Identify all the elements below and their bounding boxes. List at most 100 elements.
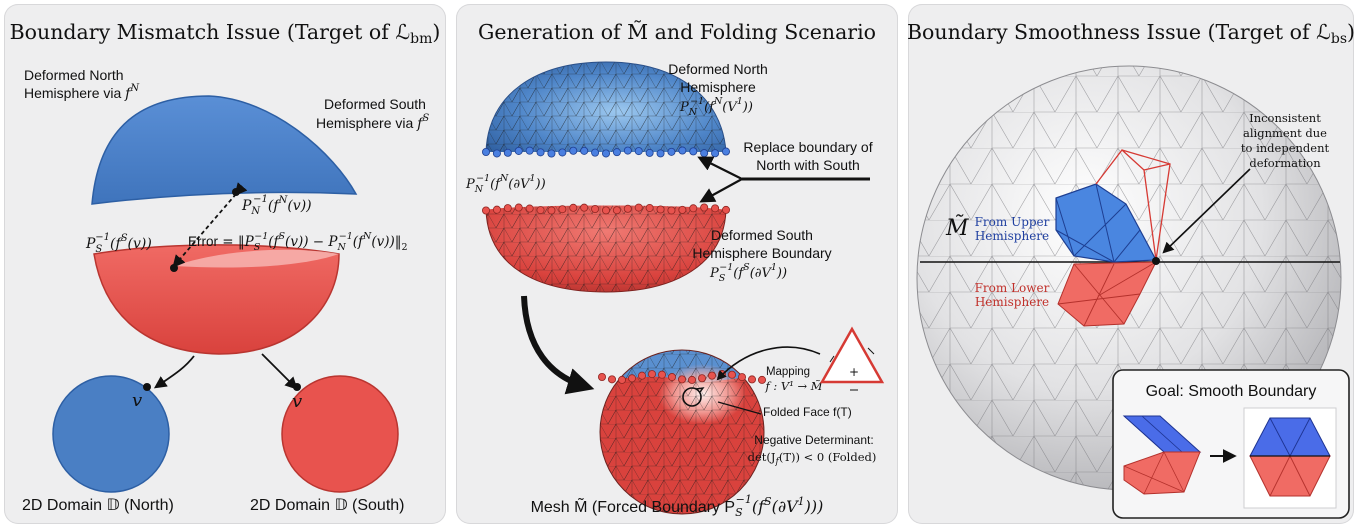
- lower-label-line1: From Lower: [975, 281, 1050, 295]
- mapping-word: Mapping: [766, 366, 810, 378]
- panel-mid-title: Generation of M̃ and Folding Scenario: [478, 20, 876, 44]
- goal-title: Goal: Smooth Boundary: [1146, 383, 1317, 400]
- boundary-vertex-dot: [711, 149, 720, 158]
- north-boundary-vertices: [481, 146, 730, 158]
- mid-south-label-line2: Hemisphere Boundary: [692, 245, 831, 261]
- south-2d-domain-disk: [281, 375, 399, 493]
- folding-rotation-icon: [682, 387, 702, 407]
- boundary-vertex-dot: [569, 146, 578, 155]
- panel-generation-folding: Generation of M̃ and Folding Scenario De…: [456, 4, 898, 524]
- boundary-vertex-dot: [547, 149, 556, 158]
- folding-rotation-arrowhead: [695, 387, 705, 393]
- boundary-vertex-dot: [667, 373, 676, 382]
- pn-fn-label: PN−1(fN(v)): [241, 194, 312, 217]
- boundary-vertex-dot: [503, 204, 512, 213]
- neg-det-line1: Negative Determinant:: [754, 433, 873, 447]
- goal-after-shape: [1243, 407, 1337, 509]
- incons-line2: alignment due: [1243, 126, 1327, 140]
- folded-face-leader: [717, 401, 762, 415]
- boundary-vertex-dot: [597, 372, 606, 381]
- boundary-vertex-dot: [623, 204, 632, 213]
- inconsistent-red-edges: [1095, 149, 1171, 261]
- panel-boundary-smoothness: Boundary Smoothness Issue (Target of ℒbs…: [908, 4, 1354, 524]
- boundary-vertex-dot: [667, 147, 676, 156]
- boundary-vertex-dot: [601, 206, 610, 215]
- boundary-vertex-dot: [689, 204, 698, 213]
- reference-triangle: [819, 326, 885, 384]
- replace-label-line2: North with South: [756, 157, 860, 173]
- inconsistent-arrow: [1162, 168, 1251, 254]
- incons-line4: deformation: [1249, 156, 1321, 170]
- panel-left-title: Boundary Mismatch Issue (Target of ℒbm): [10, 20, 441, 47]
- boundary-vertex-dot: [677, 375, 686, 384]
- boundary-vertex-dot: [580, 146, 589, 155]
- mid-north-label-line1: Deformed North: [668, 61, 768, 77]
- boundary-vertex-dot: [623, 146, 632, 155]
- ps-fs-label: PS−1(fS(v)): [85, 232, 152, 255]
- south-domain-v-label: v: [292, 391, 302, 412]
- goal-before-shape: [1122, 415, 1202, 495]
- boundary-vertex-dot: [657, 370, 666, 379]
- south-domain-vertex: [293, 383, 301, 391]
- combined-ball-outline: [599, 349, 765, 515]
- boundary-vertex-dot: [721, 147, 730, 156]
- boundary-vertex-dot: [721, 205, 730, 214]
- boundary-vertex-dot: [525, 204, 534, 213]
- boundary-vertex-dot: [547, 206, 556, 215]
- arrow-to-south-domain: [261, 353, 298, 390]
- boundary-vertex-dot: [757, 375, 766, 384]
- panel-boundary-mismatch: Boundary Mismatch Issue (Target of ℒbm) …: [4, 4, 446, 524]
- replace-arrow-up: [697, 156, 743, 180]
- boundary-vertex-dot: [727, 370, 736, 379]
- boundary-vertex-dot: [525, 146, 534, 155]
- boundary-vertex-dot: [503, 148, 512, 157]
- folded-face-label: Folded Face f(T): [763, 405, 852, 419]
- boundary-vertex-dot: [667, 206, 676, 215]
- mapping-formula: f : V¹ → M̃: [764, 379, 823, 393]
- south-domain-caption: 2D Domain 𝔻 (South): [250, 497, 405, 514]
- boundary-vertex-dot: [591, 205, 600, 214]
- boundary-vertex-dot: [536, 206, 545, 215]
- deformed-north-hemisphere: [91, 95, 358, 205]
- north-domain-v-label: v: [132, 390, 142, 411]
- mid-south-label-line1: Deformed South: [711, 227, 813, 243]
- south-label-line1: Deformed South: [324, 96, 426, 112]
- boundary-vertex-dot: [678, 205, 687, 214]
- north-domain-vertex: [143, 383, 151, 391]
- boundary-vertex-dot: [481, 147, 490, 156]
- boundary-vertex-dot: [700, 149, 709, 158]
- incons-line3: to independent: [1241, 141, 1330, 155]
- north-vertex-point: [232, 188, 240, 196]
- boundary-vertex-dot: [558, 205, 567, 214]
- boundary-vertex-dot: [711, 204, 720, 213]
- north-domain-caption: 2D Domain 𝔻 (North): [22, 497, 174, 514]
- boundary-vertex-dot: [700, 203, 709, 212]
- mismatch-vertex: [1152, 257, 1160, 265]
- error-formula: Error = ‖PS−1(fS(v)) − PN−1(fN(v))‖2: [188, 231, 408, 253]
- boundary-vertex-dot: [536, 148, 545, 157]
- mid-boundary-formula: PN−1(fN(∂V1)): [465, 173, 546, 195]
- boundary-vertex-dot: [617, 375, 626, 384]
- mid-north-label-line2: Hemisphere: [680, 79, 756, 95]
- boundary-vertex-dot: [558, 148, 567, 157]
- south-vertex-point: [170, 264, 178, 272]
- boundary-vertex-dot: [697, 374, 706, 383]
- boundary-vertex-dot: [601, 149, 610, 158]
- boundary-vertex-dot: [634, 147, 643, 156]
- boundary-vertex-dot: [580, 203, 589, 212]
- big-curved-arrow: [521, 295, 595, 395]
- boundary-vertex-dot: [634, 203, 643, 212]
- north-2d-domain-disk: [52, 375, 170, 493]
- south-bowl-outline: [485, 209, 727, 293]
- triangle-orient-arrow1: [867, 347, 875, 355]
- mid-bottom-caption: Mesh M̃ (Forced Boundary PS−1(fS(∂V1))): [531, 493, 824, 519]
- incons-line1: Inconsistent: [1249, 111, 1321, 125]
- boundary-vertex-dot: [707, 371, 716, 380]
- replace-arrow-down: [699, 178, 743, 203]
- replace-label-line1: Replace boundary of: [743, 139, 872, 155]
- boundary-vertex-dot: [645, 203, 654, 212]
- boundary-vertex-dot: [627, 374, 636, 383]
- neg-det-line2: det(Jf(T)) < 0 (Folded): [748, 450, 877, 467]
- boundary-vertex-dot: [637, 371, 646, 380]
